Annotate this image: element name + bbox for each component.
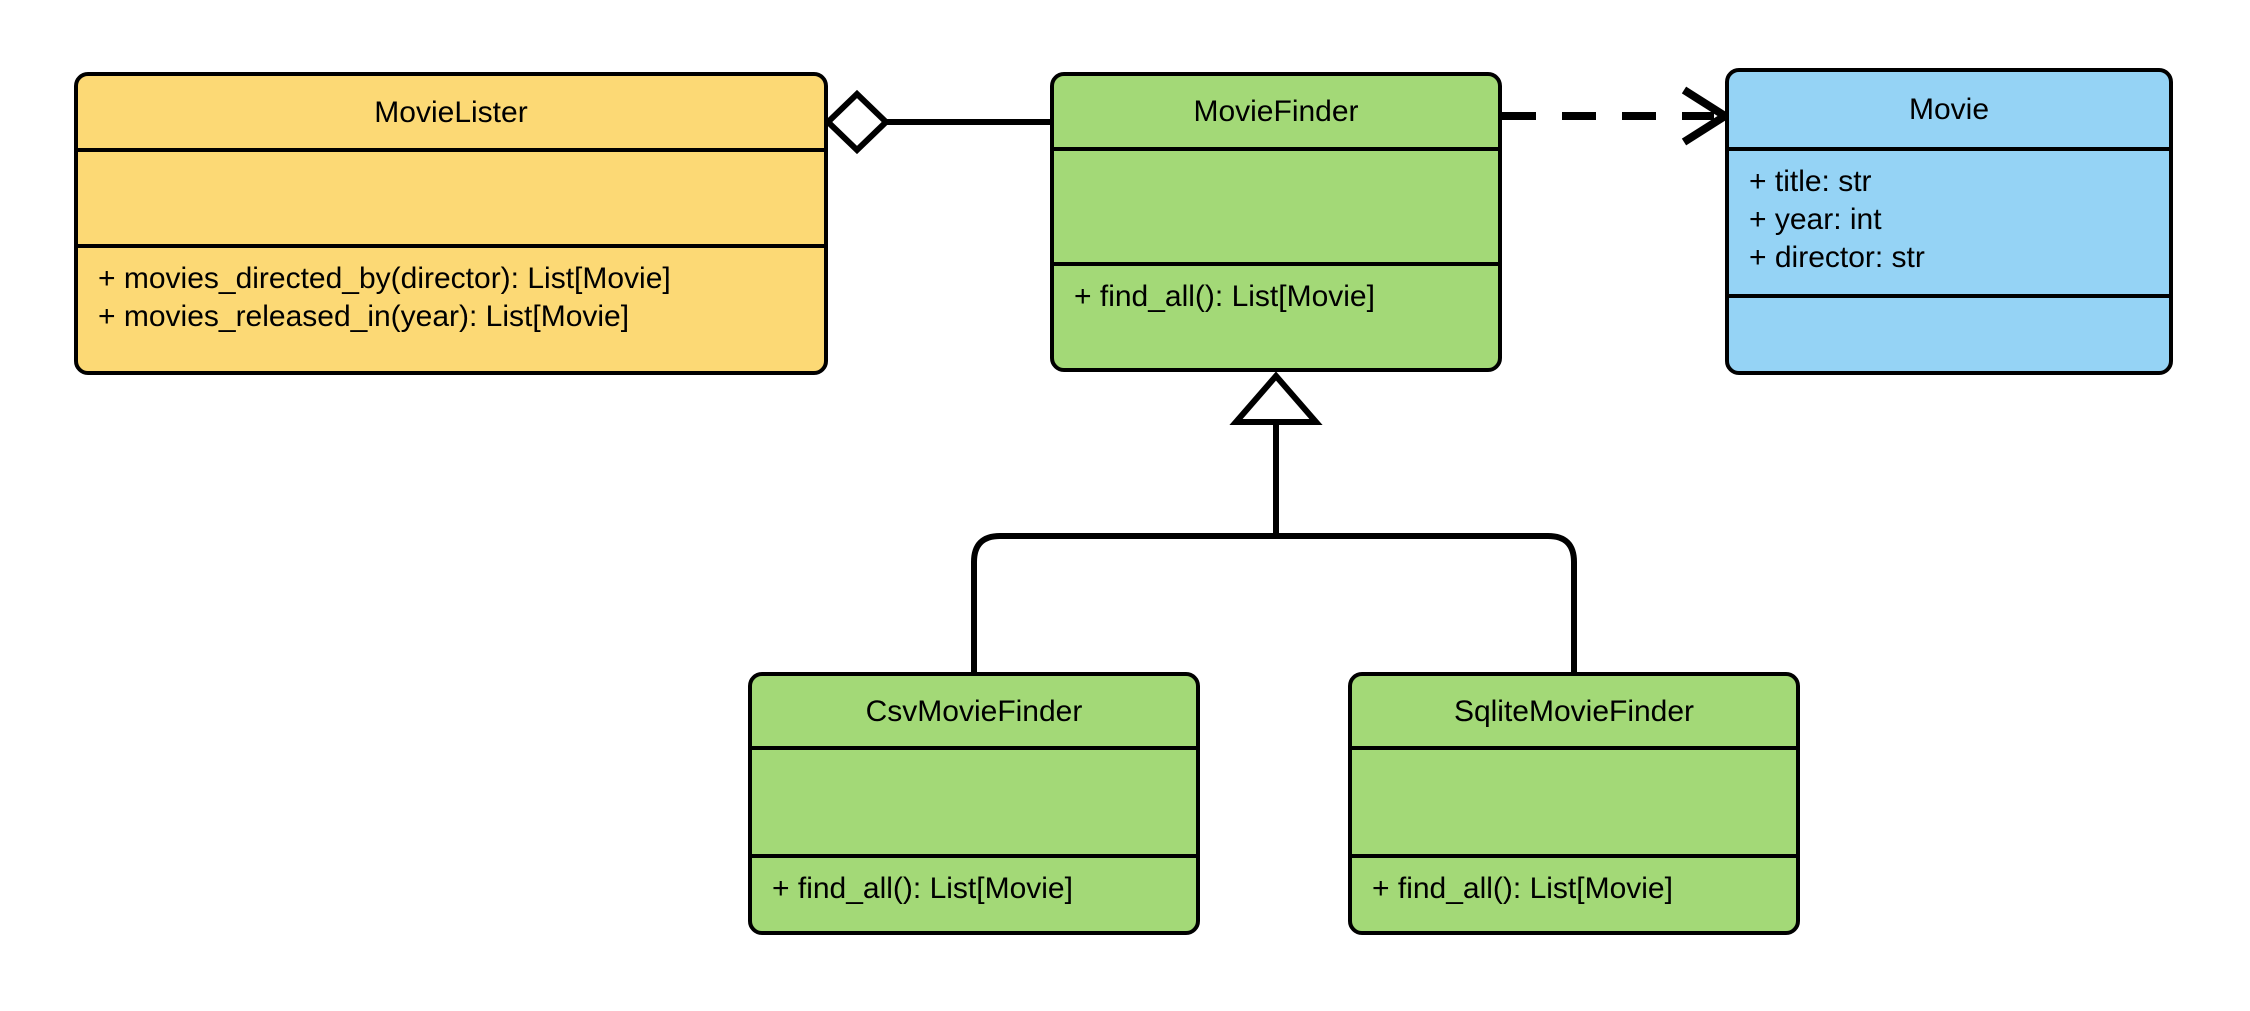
attributes-compartment: + title: str + year: int + director: str [1729, 147, 2169, 294]
hollow-triangle-icon [1229, 371, 1323, 425]
uml-class-csv-movie-finder[interactable]: CsvMovieFinder + find_all(): List[Movie] [748, 672, 1200, 935]
methods-compartment: + find_all(): List[Movie] [1352, 854, 1796, 931]
methods-compartment [1729, 294, 2169, 371]
class-name-label: Movie [1908, 93, 1990, 126]
methods-compartment: + movies_directed_by(director): List[Mov… [78, 244, 824, 371]
generalization-branch-csv [971, 533, 1276, 672]
uml-class-movie[interactable]: Movie + title: str + year: int + directo… [1725, 68, 2173, 375]
hollow-diamond-icon [823, 89, 891, 155]
methods-compartment: + find_all(): List[Movie] [752, 854, 1196, 931]
class-name-label: SqliteMovieFinder [1453, 694, 1695, 728]
class-name-compartment: SqliteMovieFinder [1352, 676, 1796, 746]
relationship-aggregation-lister-finder [823, 89, 1050, 155]
relationship-dependency-finder-movie [1502, 86, 1733, 146]
attributes-compartment [78, 148, 824, 244]
generalization-branch-sqlite [1276, 533, 1577, 672]
relationship-generalization-subclasses-finder [971, 371, 1577, 672]
open-arrowhead-icon [1681, 86, 1733, 146]
method-item: + movies_directed_by(director): List[Mov… [98, 262, 671, 295]
attributes-compartment [752, 746, 1196, 854]
attributes-compartment [1054, 147, 1498, 262]
method-item: + find_all(): List[Movie] [1372, 872, 1673, 905]
class-name-compartment: CsvMovieFinder [752, 676, 1196, 746]
class-name-label: CsvMovieFinder [865, 694, 1083, 728]
class-name-compartment: MovieFinder [1054, 76, 1498, 147]
method-item: + find_all(): List[Movie] [772, 872, 1073, 905]
attribute-item: + director: str [1749, 240, 1925, 274]
method-item: + find_all(): List[Movie] [1074, 280, 1375, 313]
uml-class-movie-finder[interactable]: MovieFinder + find_all(): List[Movie] [1050, 72, 1502, 372]
attribute-item: + title: str [1749, 165, 1872, 198]
attribute-item: + year: int [1749, 202, 1882, 236]
methods-compartment: + find_all(): List[Movie] [1054, 262, 1498, 368]
uml-class-movie-lister[interactable]: MovieLister + movies_directed_by(directo… [74, 72, 828, 375]
class-name-label: MovieLister [374, 95, 528, 129]
attributes-compartment [1352, 746, 1796, 854]
class-name-label: MovieFinder [1193, 95, 1359, 128]
class-name-compartment: Movie [1729, 72, 2169, 147]
uml-class-sqlite-movie-finder[interactable]: SqliteMovieFinder + find_all(): List[Mov… [1348, 672, 1800, 935]
method-item: + movies_released_in(year): List[Movie] [98, 299, 630, 333]
class-name-compartment: MovieLister [78, 76, 824, 148]
